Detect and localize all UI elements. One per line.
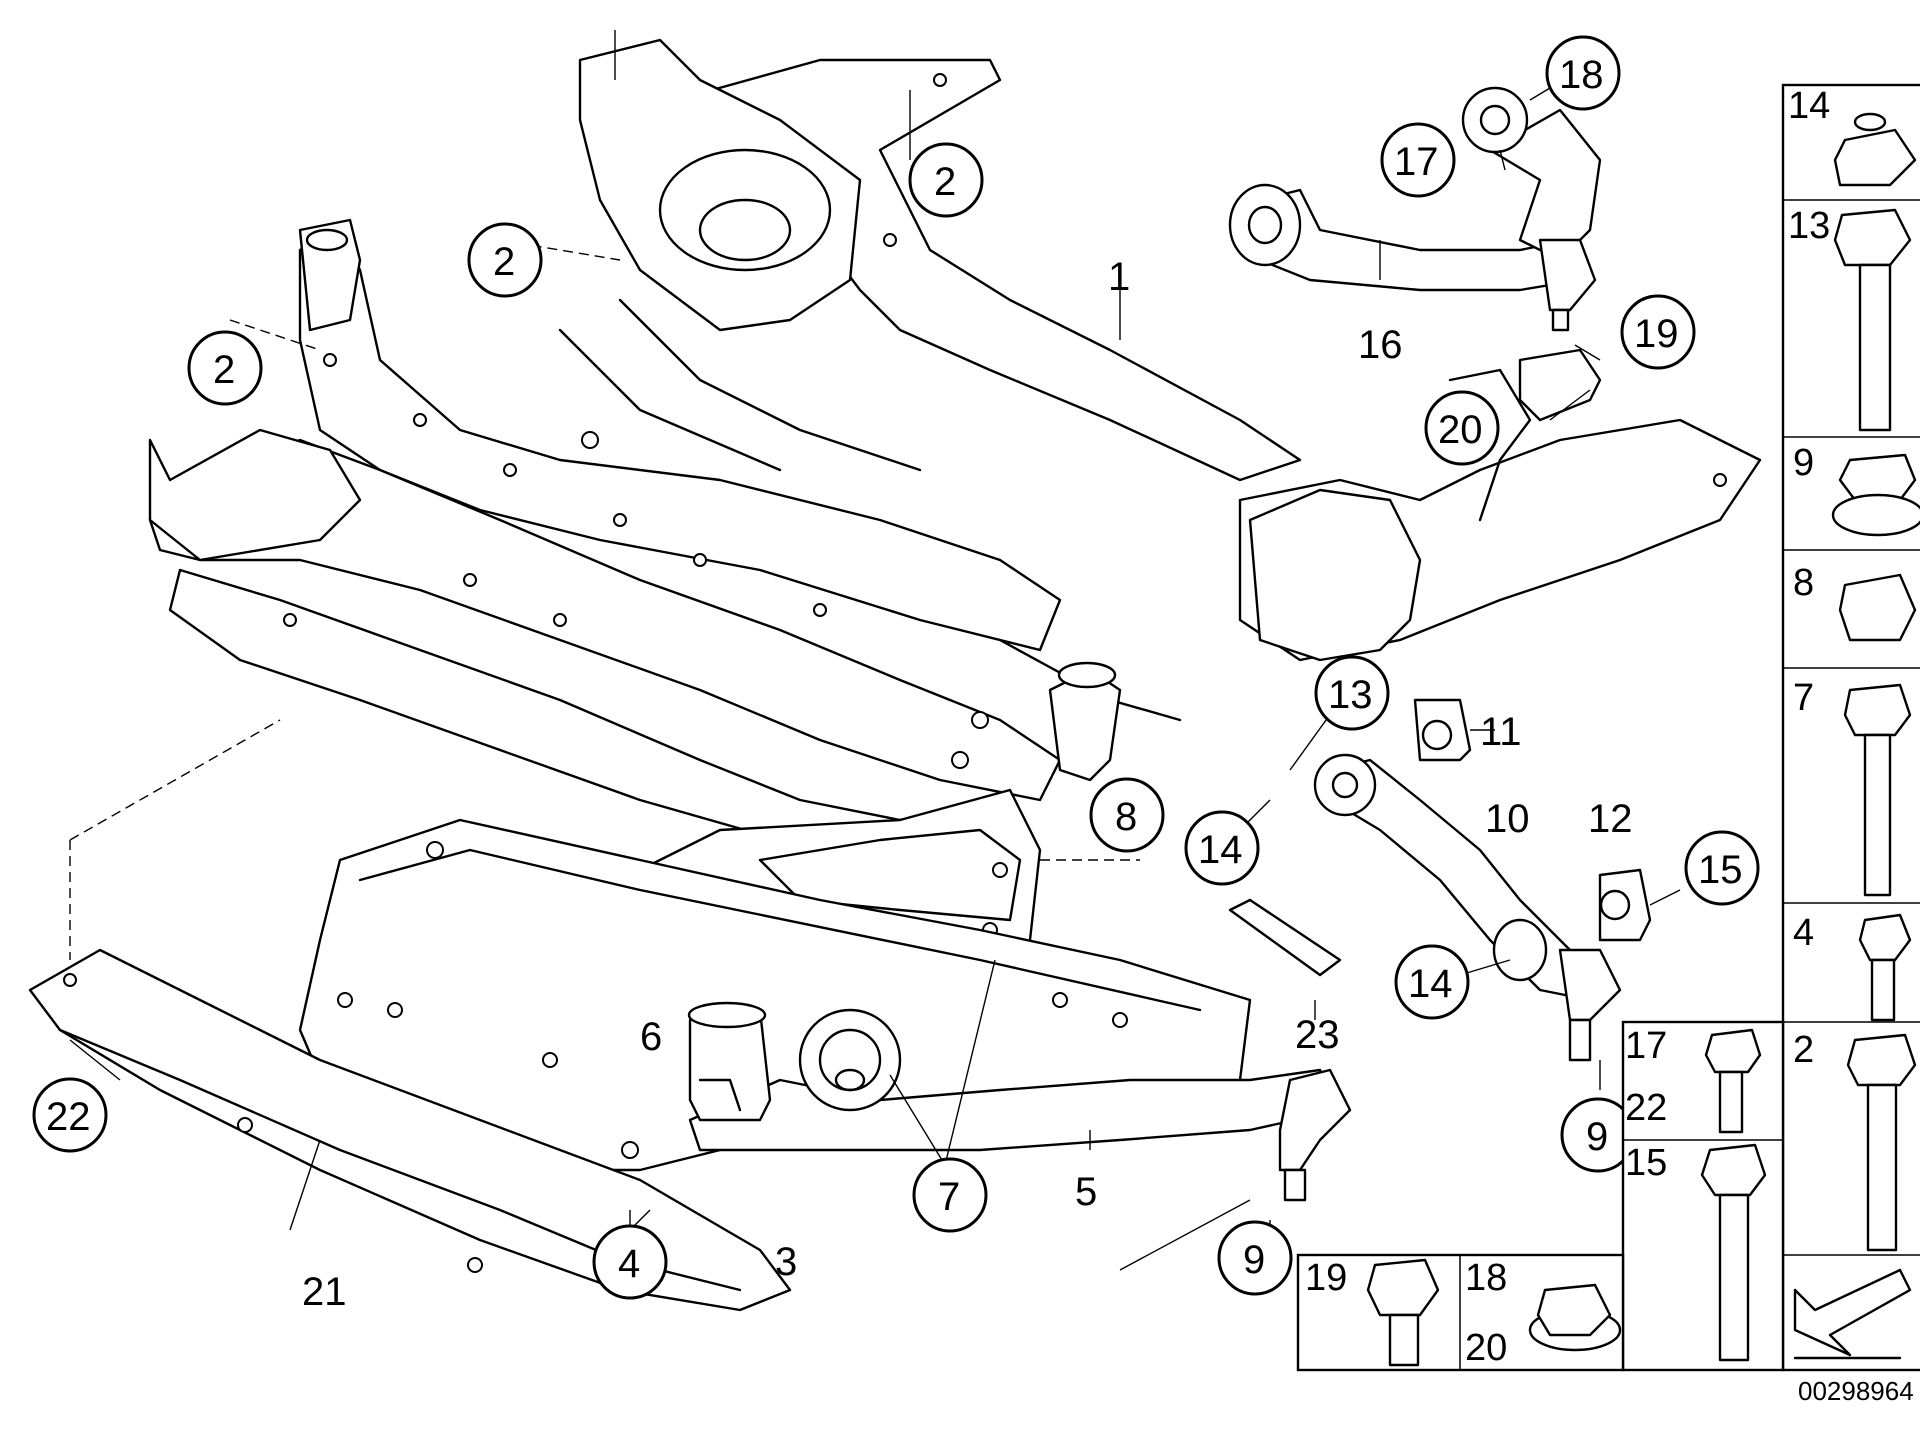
panel-label-19: 19 <box>1305 1257 1347 1299</box>
stabilizer-and-bushings <box>687 1001 1352 1202</box>
callout-14: 14 <box>1408 962 1453 1006</box>
hex-head-bolt-icon <box>1366 1258 1440 1317</box>
panel-label-4: 4 <box>1793 912 1814 954</box>
panel-label-7: 7 <box>1793 677 1814 719</box>
fastener-panel: 14 13 9 8 7 4 2 17 22 15 19 18 20 <box>1296 83 1920 1372</box>
callout-9: 9 <box>1586 1115 1608 1159</box>
callout-5: 5 <box>1075 1170 1097 1214</box>
callout-10: 10 <box>1485 797 1530 841</box>
flange-nut-icon <box>1833 128 1917 187</box>
callout-22: 22 <box>46 1095 91 1139</box>
callout-3: 3 <box>775 1240 797 1284</box>
callout-13: 13 <box>1328 673 1373 717</box>
callout-14: 14 <box>1198 828 1243 872</box>
castle-nut-icon <box>1838 453 1917 502</box>
panel-label-18: 18 <box>1465 1257 1507 1299</box>
callout-19: 19 <box>1634 312 1679 356</box>
bolt-shank-icon <box>1858 263 1892 432</box>
callout-7: 7 <box>938 1175 960 1219</box>
flange-bolt-icon <box>1700 1143 1767 1197</box>
callout-6: 6 <box>640 1015 662 1059</box>
document-number: 00298964 <box>1798 1376 1914 1406</box>
wishbone-lower <box>1228 698 1652 1062</box>
callout-11: 11 <box>1480 710 1522 754</box>
short-bolt-icon <box>1704 1028 1762 1074</box>
control-arm-upper <box>1228 86 1602 332</box>
shear-plate <box>28 948 792 1312</box>
panel-label-15: 15 <box>1625 1142 1667 1184</box>
long-bolt-icon <box>1846 1033 1917 1087</box>
wishbone-bracket <box>638 788 1042 962</box>
callout-4: 4 <box>618 1242 640 1286</box>
callout-20: 20 <box>1438 408 1483 452</box>
hex-nut-icon <box>1838 573 1917 642</box>
panel-label-17: 17 <box>1625 1025 1667 1067</box>
callout-2: 2 <box>493 240 515 284</box>
callout-2: 2 <box>213 348 235 392</box>
callout-labels: 1 2 2 2 3 4 5 6 7 8 9 9 10 11 12 13 14 1… <box>32 35 1760 1314</box>
callout-18: 18 <box>1559 53 1604 97</box>
callout-16: 16 <box>1358 323 1403 367</box>
callout-23: 23 <box>1295 1013 1340 1057</box>
panel-label-9: 9 <box>1793 442 1814 484</box>
callout-8: 8 <box>1115 795 1137 839</box>
collar-bolt-icon <box>1843 683 1912 737</box>
panel-label-13: 13 <box>1788 205 1830 247</box>
callout-17: 17 <box>1394 140 1439 184</box>
callout-15: 15 <box>1698 848 1743 892</box>
callout-1: 1 <box>1108 255 1130 299</box>
panel-label-20: 20 <box>1465 1327 1507 1369</box>
callout-21: 21 <box>302 1270 347 1314</box>
panel-label-2: 2 <box>1793 1029 1814 1071</box>
mount-bracket <box>1448 348 1602 522</box>
panel-label-14: 14 <box>1788 85 1830 127</box>
callout-9: 9 <box>1243 1238 1265 1282</box>
direction-arrow-icon <box>1793 1268 1912 1357</box>
callout-12: 12 <box>1588 797 1633 841</box>
callout-2: 2 <box>934 160 956 204</box>
panel-label-22: 22 <box>1625 1087 1667 1129</box>
panel-label-8: 8 <box>1793 562 1814 604</box>
